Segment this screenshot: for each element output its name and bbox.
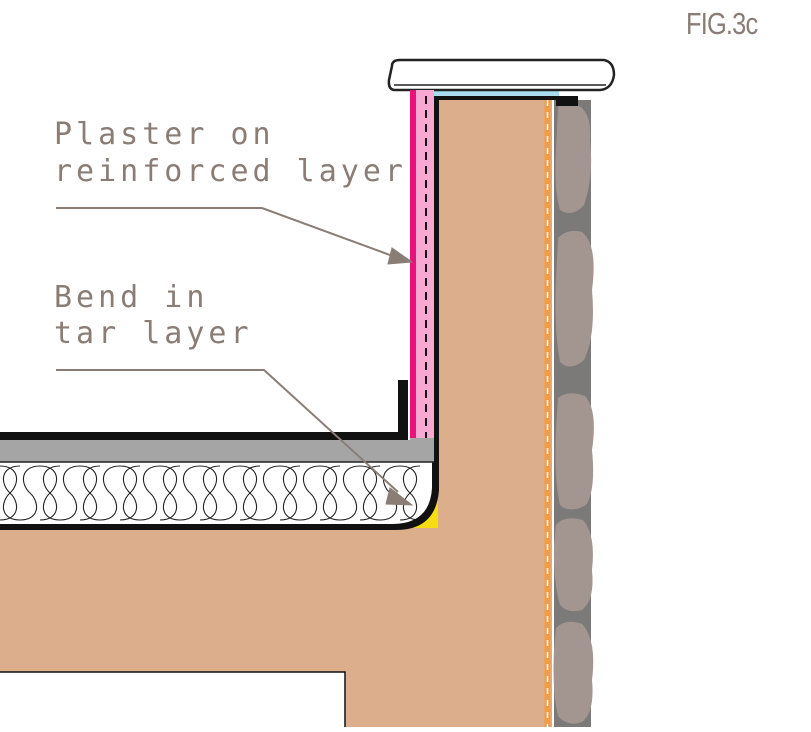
callout-leaders <box>56 207 414 506</box>
yellow-fillet <box>400 490 438 528</box>
gray-layer <box>0 440 410 462</box>
gravel-stones <box>553 102 594 724</box>
insulation-edge-mask <box>426 462 434 524</box>
callout-bend-line-1: Bend in <box>54 280 209 315</box>
blue-flashing <box>424 90 559 96</box>
figure-label: FIG.3c <box>686 6 758 41</box>
plaster-magenta <box>410 90 416 438</box>
arrowhead-bend <box>385 487 414 506</box>
callout-bend-line-2: tar layer <box>54 316 253 351</box>
tar-membrane-wall <box>434 96 439 466</box>
leader-bend <box>56 369 399 493</box>
lower-opening-edge <box>0 671 346 727</box>
callout-plaster-line-1: Plaster on <box>54 117 275 152</box>
top-membrane <box>434 96 578 106</box>
black-upstand <box>0 380 408 440</box>
arrowhead-plaster <box>387 247 414 265</box>
concrete-structure <box>0 96 552 727</box>
insulation-pattern <box>0 465 421 521</box>
leader-plaster <box>56 207 399 259</box>
insulation-layer <box>0 462 434 524</box>
gray-layer-return <box>410 438 434 462</box>
parapet-cap <box>387 58 616 92</box>
callout-plaster-line-2: reinforced layer <box>54 154 407 189</box>
